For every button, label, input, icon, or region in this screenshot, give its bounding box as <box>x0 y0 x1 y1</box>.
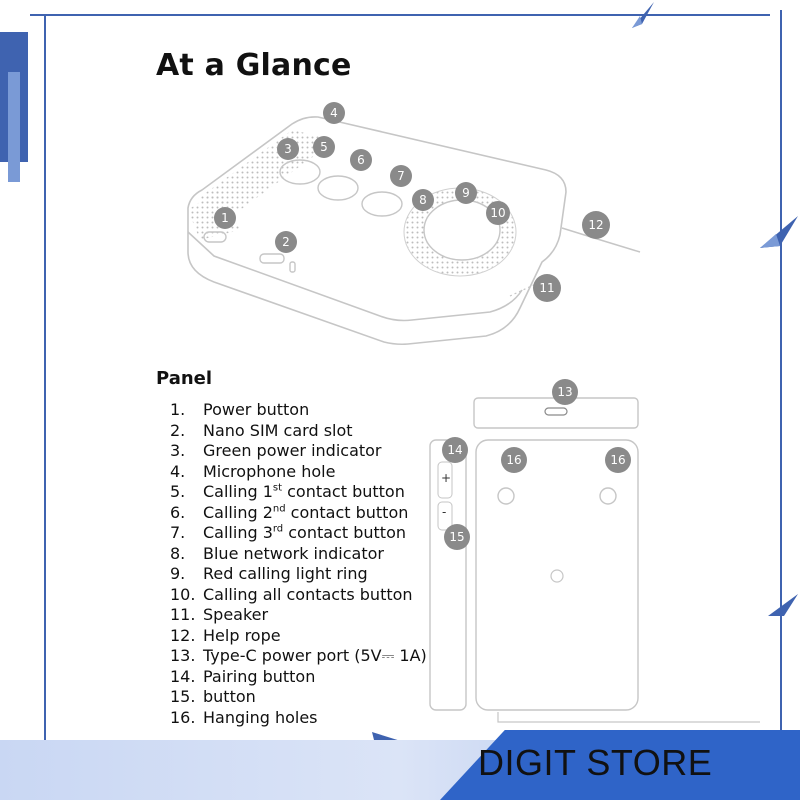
svg-text:11: 11 <box>539 281 554 295</box>
legend-item: 8.Blue network indicator <box>170 543 384 563</box>
frame-right-line <box>780 10 782 740</box>
volume-button <box>437 501 453 531</box>
sim-indicator <box>289 261 296 273</box>
call-button-1 <box>279 159 321 185</box>
svg-text:1: 1 <box>221 211 229 225</box>
badge-1: 1 <box>214 207 236 229</box>
hanging-hole-left <box>497 487 515 505</box>
badge-12: 12 <box>582 211 610 239</box>
center-indicator <box>550 569 564 583</box>
badge-11: 11 <box>533 274 561 302</box>
svg-text:14: 14 <box>447 443 462 457</box>
device-back-view <box>475 439 639 711</box>
hanging-hole-right <box>599 487 617 505</box>
device-body <box>187 116 567 346</box>
legend-item: 3.Green power indicator <box>170 441 382 460</box>
svg-text:12: 12 <box>588 218 603 232</box>
legend-item: 6.Calling 2nd contact button <box>170 502 409 522</box>
frame-left-accent <box>0 32 28 182</box>
sim-slot <box>259 253 285 264</box>
speaker-grille-left <box>196 130 336 210</box>
svg-text:16: 16 <box>610 453 625 467</box>
svg-text:9: 9 <box>462 186 470 200</box>
svg-text:16: 16 <box>506 453 521 467</box>
svg-text:6: 6 <box>357 153 365 167</box>
plus-mark: + <box>441 471 451 485</box>
paper-plane-icon-right <box>760 216 798 248</box>
badge-6: 6 <box>350 149 372 171</box>
badge-8: 8 <box>412 189 434 211</box>
legend-item: 4.Microphone hole <box>170 461 336 481</box>
power-port <box>203 231 227 243</box>
svg-text:15: 15 <box>449 530 464 544</box>
page-title: At a Glance <box>156 48 352 83</box>
badge-16-left: 16 <box>501 447 527 473</box>
legend-item: 16.Hanging holes <box>170 707 318 727</box>
call-button-3 <box>361 191 403 217</box>
frame-left-line <box>44 16 46 740</box>
paper-plane-icon-right-lower <box>768 594 798 616</box>
speaker-slots <box>509 281 541 297</box>
legend-item: 12.Help rope <box>170 625 281 645</box>
minus-mark: - <box>442 505 446 519</box>
badge-9: 9 <box>455 182 477 204</box>
legend-item: 1.Power button <box>170 400 310 419</box>
type-c-port <box>544 407 568 416</box>
device-top-view <box>473 397 639 429</box>
badge-14: 14 <box>442 437 468 463</box>
legend-item: 13.Type-C power port (5V⎓ 1A) <box>170 646 427 665</box>
svg-text:10: 10 <box>490 206 505 220</box>
frame-top-line <box>30 14 770 16</box>
legend-item: 14.Pairing button <box>170 666 316 686</box>
svg-text:8: 8 <box>419 193 427 207</box>
paper-plane-icon-top <box>632 2 654 28</box>
svg-text:13: 13 <box>557 385 572 399</box>
badge-16-right: 16 <box>605 447 631 473</box>
badge-5: 5 <box>313 136 335 158</box>
legend-item: 5.Calling 1st contact button <box>170 482 405 501</box>
call-button-2 <box>317 175 359 201</box>
legend-item: 7.Calling 3rd contact button <box>170 523 406 542</box>
badge-3: 3 <box>277 138 299 160</box>
legend-item: 10.Calling all contacts button <box>170 584 413 604</box>
legend-item: 15.button <box>170 687 256 706</box>
svg-text:4: 4 <box>330 106 338 120</box>
badge-2: 2 <box>275 231 297 253</box>
bottom-cable <box>497 712 760 723</box>
panel-legend: 1.Power button 2.Nano SIM card slot 3.Gr… <box>170 400 427 728</box>
svg-text:5: 5 <box>320 140 328 154</box>
svg-text:7: 7 <box>397 169 405 183</box>
brand-name: DIGIT STORE <box>478 742 713 783</box>
help-rope <box>561 227 641 253</box>
pairing-button <box>437 461 453 499</box>
brand-band-dark <box>440 730 800 800</box>
svg-text:3: 3 <box>284 142 292 156</box>
legend-item: 2.Nano SIM card slot <box>170 420 353 440</box>
legend-item: 9.Red calling light ring <box>170 564 368 583</box>
badge-15: 15 <box>444 524 470 550</box>
svg-text:2: 2 <box>282 235 290 249</box>
legend-item: 11.Speaker <box>170 605 269 624</box>
badge-10: 10 <box>486 201 510 225</box>
badge-7: 7 <box>390 165 412 187</box>
badge-4: 4 <box>323 102 345 124</box>
badge-13: 13 <box>552 379 578 405</box>
device-illustration: + - 1 2 3 4 5 6 7 8 9 10 11 12 13 14 15 … <box>187 102 760 723</box>
panel-heading: Panel <box>156 368 213 389</box>
